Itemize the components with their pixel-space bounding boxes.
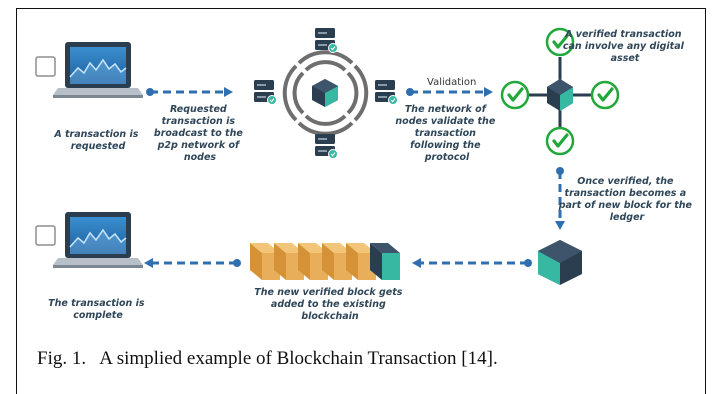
laptop-icon-complete	[52, 211, 144, 269]
checkbox-icon	[35, 225, 56, 246]
label-added: The new verified block gets added to the…	[254, 287, 405, 322]
checkbox-icon	[35, 56, 56, 77]
p2p-network-icon	[253, 27, 399, 160]
verified-asset-icon	[500, 27, 620, 156]
arrow-to-chain	[412, 258, 532, 268]
label-requested: A transaction is requested	[53, 129, 141, 152]
figure-caption: Fig. 1. A simplied example of Blockchain…	[37, 348, 498, 369]
check-icon	[590, 80, 620, 110]
figure-frame	[16, 8, 706, 394]
arrow-broadcast	[146, 87, 233, 97]
label-complete: The transaction is complete	[48, 298, 148, 321]
arrow-validation	[406, 87, 493, 97]
blockchain-icon	[250, 243, 400, 280]
check-icon	[500, 80, 530, 110]
label-new-block: Once verified, the transaction becomes a…	[558, 176, 696, 223]
label-asset: A verified transaction can involve any d…	[563, 29, 687, 64]
label-validation-arrow: Validation	[427, 77, 476, 88]
label-validate: The network of nodes validate the transa…	[395, 104, 498, 163]
laptop-icon-requested	[52, 41, 144, 99]
arrow-down	[555, 167, 565, 230]
label-broadcast: Requested transaction is broadcast to th…	[154, 104, 246, 163]
new-block-icon	[538, 240, 582, 285]
check-icon	[545, 126, 575, 156]
arrow-to-complete	[144, 258, 241, 268]
